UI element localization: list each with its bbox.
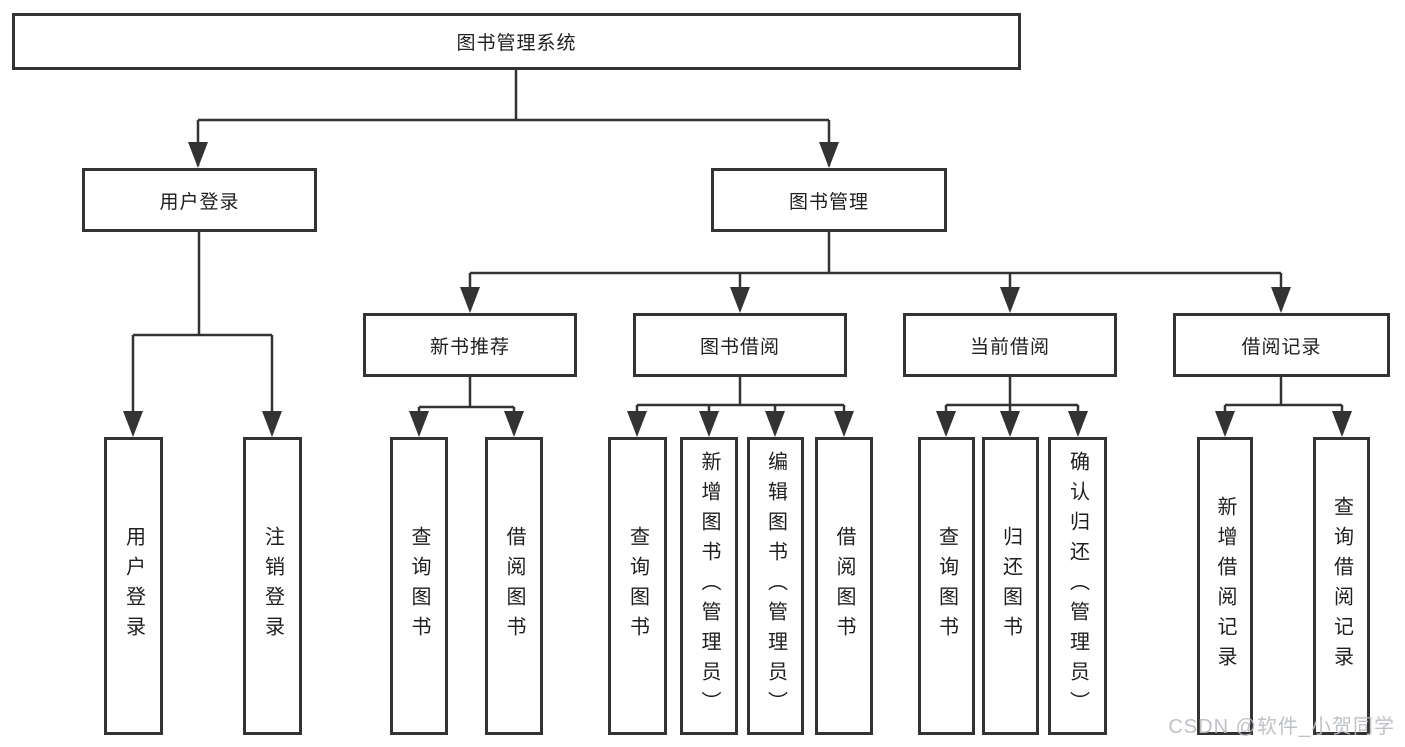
node-borrow-records: 借阅记录	[1173, 313, 1390, 377]
node-book-management: 图书管理	[711, 168, 947, 232]
arrowhead-icons	[123, 142, 1352, 437]
leaf-add-books-admin-label: 新增图书（管理员）	[698, 451, 720, 721]
node-root: 图书管理系统	[12, 13, 1021, 70]
leaf-edit-books-admin: 编辑图书（管理员）	[747, 437, 804, 735]
node-book-borrowing-label: 图书借阅	[699, 336, 780, 358]
leaf-add-borrow-record: 新增借阅记录	[1197, 437, 1253, 735]
node-new-book-recommend-label: 新书推荐	[429, 336, 510, 358]
leaf-edit-books-admin-label: 编辑图书（管理员）	[764, 451, 787, 721]
leaf-confirm-return-admin-label: 确认归还（管理员）	[1066, 451, 1089, 721]
leaf-add-borrow-record-label: 新增借阅记录	[1214, 496, 1236, 676]
leaf-query-books-borrow: 查询图书	[608, 437, 667, 735]
leaf-user-login-label: 用户登录	[122, 526, 145, 646]
node-user-login: 用户登录	[82, 168, 317, 232]
leaf-logout-login-label: 注销登录	[261, 526, 284, 646]
leaf-query-books-recommend-label: 查询图书	[408, 526, 430, 646]
leaf-query-books-borrow-label: 查询图书	[626, 526, 649, 646]
leaf-query-borrow-record: 查询借阅记录	[1313, 437, 1370, 735]
connector-paths	[131, 70, 1344, 434]
csdn-watermark: CSDN @软件_小贺同学	[1168, 716, 1395, 738]
leaf-logout-login: 注销登录	[243, 437, 302, 735]
node-borrow-records-label: 借阅记录	[1241, 336, 1322, 358]
node-book-borrowing: 图书借阅	[633, 313, 847, 377]
node-new-book-recommend: 新书推荐	[363, 313, 577, 377]
node-root-label: 图书管理系统	[456, 33, 577, 54]
leaf-borrow-books-recommend: 借阅图书	[485, 437, 543, 735]
leaf-borrow-books: 借阅图书	[815, 437, 873, 735]
leaf-return-books-label: 归还图书	[999, 526, 1022, 646]
node-book-management-label: 图书管理	[788, 191, 869, 213]
leaf-query-books-current: 查询图书	[918, 437, 975, 735]
leaf-borrow-books-label: 借阅图书	[833, 526, 855, 646]
leaf-add-books-admin: 新增图书（管理员）	[680, 437, 738, 735]
node-user-login-label: 用户登录	[159, 191, 240, 213]
leaf-query-books-current-label: 查询图书	[935, 526, 958, 646]
node-current-borrowing: 当前借阅	[903, 313, 1117, 377]
leaf-query-books-recommend: 查询图书	[390, 437, 448, 735]
leaf-borrow-books-recommend-label: 借阅图书	[503, 526, 525, 646]
leaf-query-borrow-record-label: 查询借阅记录	[1330, 496, 1353, 676]
leaf-user-login: 用户登录	[104, 437, 163, 735]
leaf-confirm-return-admin: 确认归还（管理员）	[1048, 437, 1107, 735]
leaf-return-books: 归还图书	[982, 437, 1039, 735]
node-current-borrowing-label: 当前借阅	[969, 336, 1050, 358]
